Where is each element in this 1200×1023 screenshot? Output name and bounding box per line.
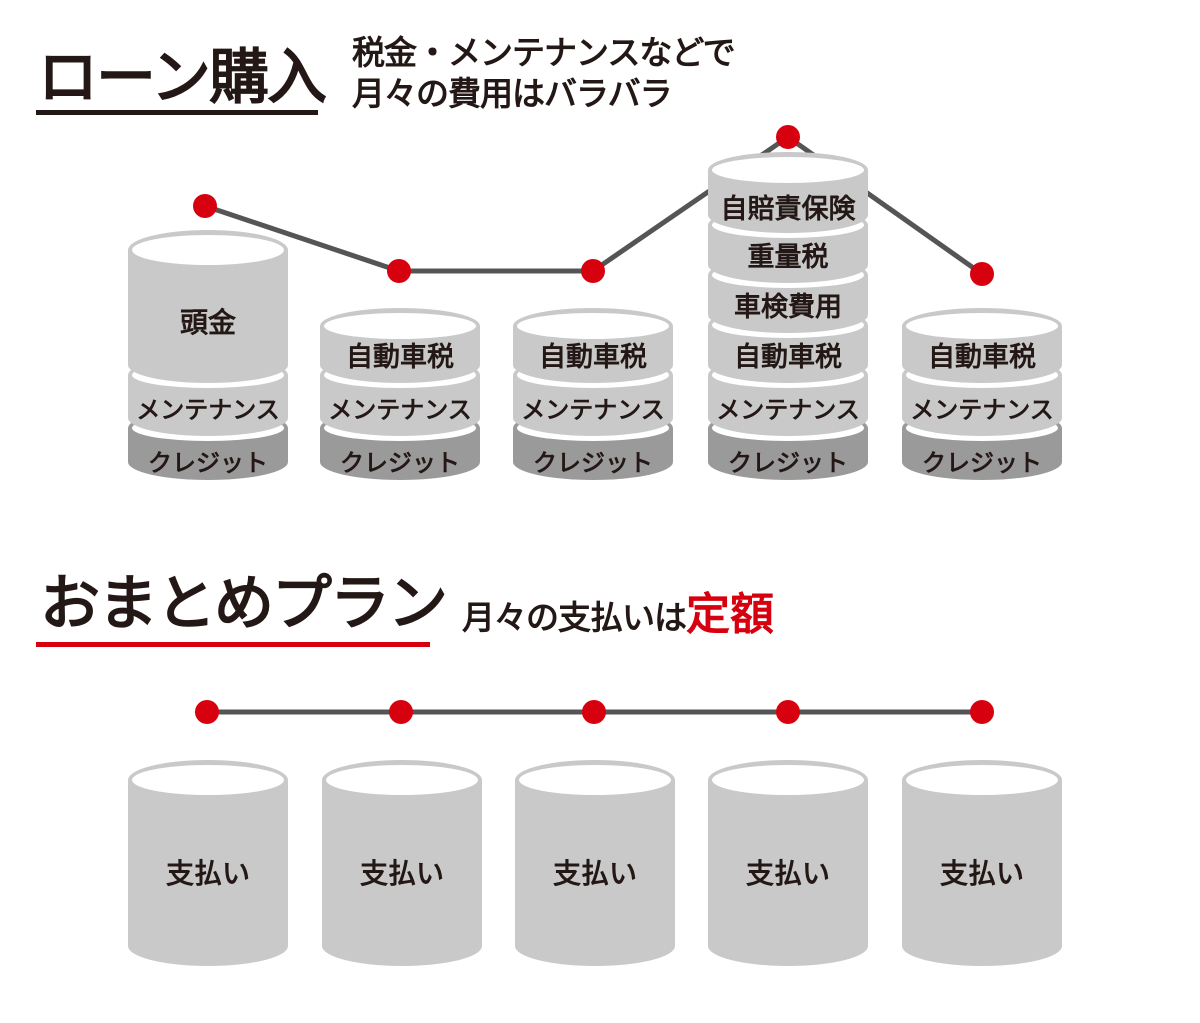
stack4-layer-inspection: 車検費用 xyxy=(734,292,842,323)
payment-point-2 xyxy=(389,700,413,724)
stack3-layer-tax: 自動車税 xyxy=(539,341,647,373)
stack4-layer-weight-tax: 重量税 xyxy=(748,242,829,273)
plan-subtitle: 月々の支払いは定額 xyxy=(462,578,774,642)
loan-title-underline xyxy=(36,110,318,115)
loan-cost-diagram: 頭金 メンテナンス クレジット 自動車税 メンテナンス クレジット 自動車税 メ… xyxy=(128,125,1062,480)
plan-title: おまとめプラン xyxy=(40,569,448,639)
plan-cylinder-4-label: 支払い xyxy=(746,857,830,890)
payment-point-4 xyxy=(776,700,800,724)
stack1-layer-maintenance: メンテナンス xyxy=(136,396,280,424)
stack3-layer-maintenance: メンテナンス xyxy=(521,396,665,424)
plan-cylinder-1-label: 支払い xyxy=(166,857,250,890)
plan-cylinder-3-label: 支払い xyxy=(553,857,637,890)
cost-point-2 xyxy=(387,259,411,283)
plan-subtitle-prefix: 月々の支払いは xyxy=(462,598,687,637)
loan-stack-1 xyxy=(128,230,288,480)
stack1-layer-downpayment: 頭金 xyxy=(180,306,237,339)
stack4-layer-credit: クレジット xyxy=(728,449,848,477)
plan-cylinder-2-label: 支払い xyxy=(360,857,444,890)
cost-point-4 xyxy=(776,125,800,149)
stack4-layer-tax: 自動車税 xyxy=(734,341,842,373)
loan-stack-5 xyxy=(902,308,1062,480)
payment-point-3 xyxy=(582,700,606,724)
plan-cylinder-5 xyxy=(902,760,1062,966)
plan-subtitle-accent: 定額 xyxy=(686,589,774,640)
plan-title-underline xyxy=(36,642,430,647)
plan-cylinder-3 xyxy=(515,760,675,966)
stack5-layer-credit: クレジット xyxy=(922,449,1042,477)
loan-subtitle: 税金・メンテナンスなどで 月々の費用はバラバラ xyxy=(352,32,736,115)
loan-subtitle-line1: 税金・メンテナンスなどで xyxy=(352,33,736,72)
loan-stack-4 xyxy=(708,152,868,480)
payment-point-5 xyxy=(970,700,994,724)
loan-subtitle-line2: 月々の費用はバラバラ xyxy=(352,74,673,114)
plan-cylinder-2 xyxy=(322,760,482,966)
stack4-layer-maintenance: メンテナンス xyxy=(716,396,860,424)
plan-cylinder-4 xyxy=(708,760,868,966)
cost-point-5 xyxy=(970,262,994,286)
loan-stack-2 xyxy=(320,308,480,480)
stack2-layer-credit: クレジット xyxy=(340,449,460,477)
cost-point-3 xyxy=(581,259,605,283)
stack1-layer-credit: クレジット xyxy=(148,449,268,477)
cost-point-1 xyxy=(193,194,217,218)
stack5-layer-tax: 自動車税 xyxy=(928,341,1036,373)
loan-stack-3 xyxy=(513,308,673,480)
stack2-layer-maintenance: メンテナンス xyxy=(328,396,472,424)
plan-payment-diagram: 支払い 支払い 支払い 支払い 支払い xyxy=(128,700,1062,966)
stack5-layer-maintenance: メンテナンス xyxy=(910,396,1054,424)
payment-point-1 xyxy=(195,700,219,724)
stack2-layer-tax: 自動車税 xyxy=(346,341,454,373)
stack3-layer-credit: クレジット xyxy=(533,449,653,477)
plan-cylinder-1 xyxy=(128,760,288,966)
stack4-layer-insurance: 自賠責保険 xyxy=(721,193,857,225)
plan-cylinder-5-label: 支払い xyxy=(940,857,1024,890)
loan-title: ローン購入 xyxy=(38,43,327,113)
